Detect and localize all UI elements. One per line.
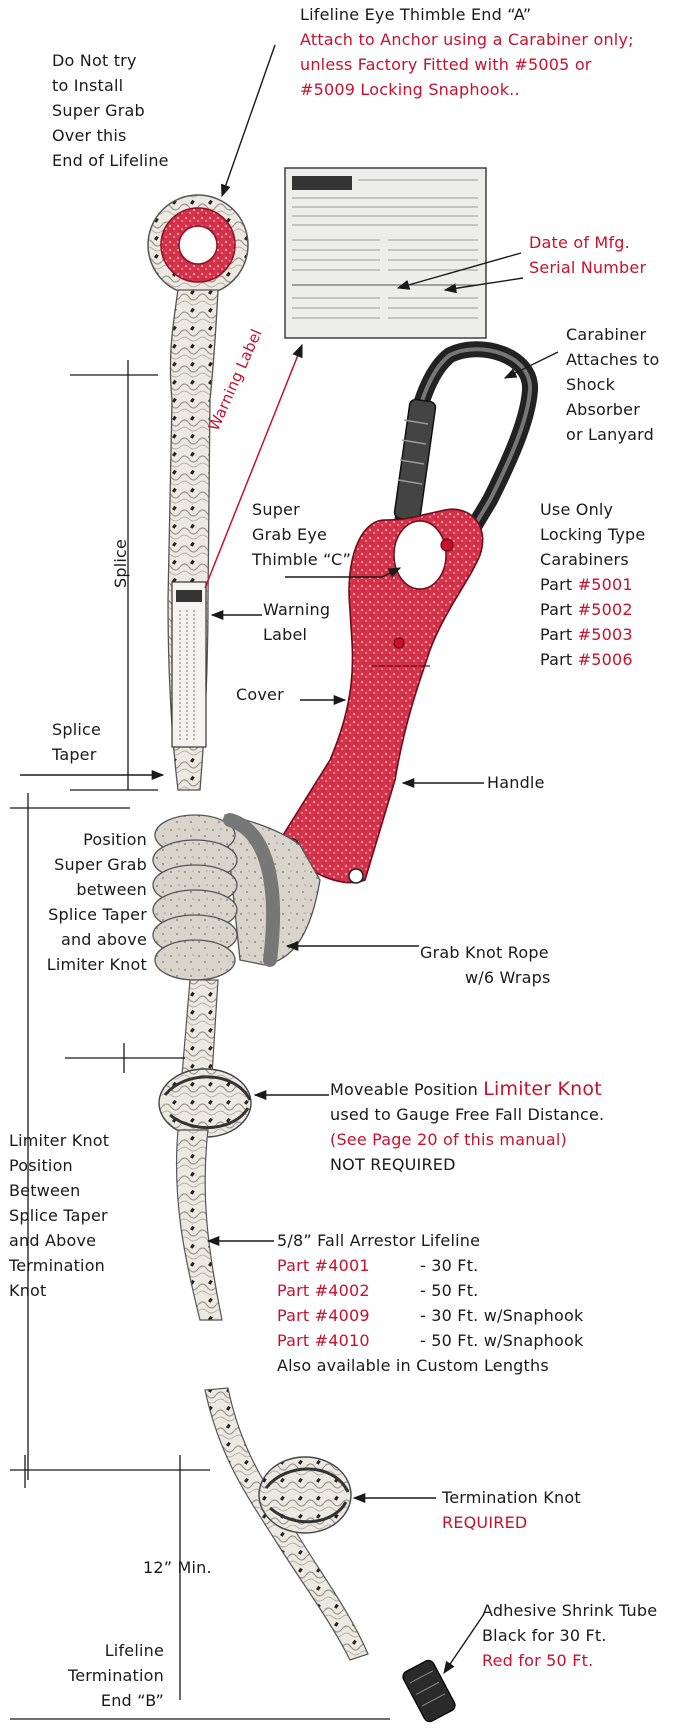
- lifeline-part-3: Part #4009: [277, 1303, 370, 1328]
- thimble-a-note-2: unless Factory Fitted with #5005 or: [300, 52, 592, 77]
- carabiner-part-4: Part #5006: [540, 647, 633, 672]
- splice-taper-line-2: Taper: [52, 742, 97, 767]
- shrink-tube: [401, 1658, 457, 1723]
- end-b-line-1: Lifeline: [105, 1638, 164, 1663]
- shrink-line-1: Adhesive Shrink Tube: [482, 1598, 657, 1623]
- position-line-1: Position: [83, 827, 147, 852]
- do-not-line-3: Super Grab: [52, 98, 145, 123]
- position-line-4: Splice Taper: [48, 902, 147, 927]
- thimble-a-note-1: Attach to Anchor using a Carabiner only;: [300, 27, 634, 52]
- twelve-inch-min-label: 12” Min.: [143, 1555, 212, 1580]
- rope-lower: [177, 1130, 222, 1320]
- warning-label-line-1: Warning: [263, 597, 330, 622]
- grab-knot-line-1: Grab Knot Rope: [420, 940, 549, 965]
- carabiner-part-3: Part #5003: [540, 622, 633, 647]
- limiter-pos-line-2: Position: [9, 1153, 73, 1178]
- handle-label: Handle: [487, 770, 545, 795]
- end-b-line-3: End “B”: [101, 1688, 164, 1713]
- splice-warning-label: [172, 582, 206, 747]
- cover-label: Cover: [236, 682, 284, 707]
- splice-label: Splice: [108, 539, 133, 588]
- use-only-line-1: Use Only: [540, 497, 613, 522]
- termination-line-1: Termination Knot: [442, 1485, 581, 1510]
- limiter-pos-line-1: Limiter Knot: [9, 1128, 109, 1153]
- position-line-3: between: [76, 877, 147, 902]
- use-only-line-2: Locking Type: [540, 522, 645, 547]
- splice-taper-line-1: Splice: [52, 717, 101, 742]
- limiter-line-4: NOT REQUIRED: [330, 1152, 456, 1177]
- warning-label-card: [285, 168, 486, 338]
- carabiner-line-5: or Lanyard: [566, 422, 654, 447]
- super-grab-eye-line-2: Grab Eye: [252, 522, 327, 547]
- lifeline-title: 5/8” Fall Arrestor Lifeline: [277, 1228, 480, 1253]
- rope-middle: [182, 980, 218, 1075]
- lifeline-part-2-desc: - 50 Ft.: [420, 1278, 478, 1303]
- date-of-mfg-callout: Date of Mfg.: [529, 230, 630, 255]
- carabiner-line-3: Shock: [566, 372, 615, 397]
- super-grab-eye-line-3: Thimble “C”: [252, 547, 351, 572]
- termination-line-2: REQUIRED: [442, 1510, 527, 1535]
- lifeline-part-2: Part #4002: [277, 1278, 370, 1303]
- position-line-2: Super Grab: [54, 852, 147, 877]
- limiter-line-1: Moveable Position Limiter Knot: [330, 1077, 602, 1102]
- warning-label-line-2: Label: [263, 622, 307, 647]
- limiter-line-2: used to Gauge Free Fall Distance.: [330, 1102, 604, 1127]
- limiter-pos-line-4: Splice Taper: [9, 1203, 108, 1228]
- limiter-pos-line-5: and Above: [9, 1228, 96, 1253]
- limiter-pos-line-6: Termination: [9, 1253, 105, 1278]
- do-not-line-1: Do Not try: [52, 48, 137, 73]
- limiter-knot: [159, 1069, 251, 1137]
- lifeline-footer: Also available in Custom Lengths: [277, 1353, 549, 1378]
- do-not-line-5: End of Lifeline: [52, 148, 169, 173]
- lifeline-part-4-desc: - 50 Ft. w/Snaphook: [420, 1328, 583, 1353]
- carabiner-part-1: Part #5001: [540, 572, 633, 597]
- do-not-line-2: to Install: [52, 73, 123, 98]
- lifeline-part-4: Part #4010: [277, 1328, 370, 1353]
- carabiner-line-4: Absorber: [566, 397, 640, 422]
- limiter-pos-line-7: Knot: [9, 1278, 47, 1303]
- termination-knot: [259, 1457, 351, 1533]
- eye-thimble-a: [148, 195, 248, 295]
- thimble-a-title: Lifeline Eye Thimble End “A”: [300, 2, 531, 27]
- lifeline-part-1: Part #4001: [277, 1253, 370, 1278]
- limiter-pos-line-3: Between: [9, 1178, 80, 1203]
- grab-knot-line-2: w/6 Wraps: [465, 965, 551, 990]
- serial-number-callout: Serial Number: [529, 255, 646, 280]
- end-b-line-2: Termination: [68, 1663, 164, 1688]
- super-grab-eye-line-1: Super: [252, 497, 300, 522]
- carabiner-line-2: Attaches to: [566, 347, 659, 372]
- position-line-6: Limiter Knot: [47, 952, 147, 977]
- shrink-line-3: Red for 50 Ft.: [482, 1648, 593, 1673]
- shrink-line-2: Black for 30 Ft.: [482, 1623, 607, 1648]
- limiter-line-3: (See Page 20 of this manual): [330, 1127, 567, 1152]
- lifeline-part-1-desc: - 30 Ft.: [420, 1253, 478, 1278]
- carabiner-line-1: Carabiner: [566, 322, 646, 347]
- do-not-line-4: Over this: [52, 123, 127, 148]
- lifeline-part-3-desc: - 30 Ft. w/Snaphook: [420, 1303, 583, 1328]
- thimble-a-note-3: #5009 Locking Snaphook..: [300, 77, 520, 102]
- carabiner-part-2: Part #5002: [540, 597, 633, 622]
- position-line-5: and above: [61, 927, 147, 952]
- use-only-line-3: Carabiners: [540, 547, 629, 572]
